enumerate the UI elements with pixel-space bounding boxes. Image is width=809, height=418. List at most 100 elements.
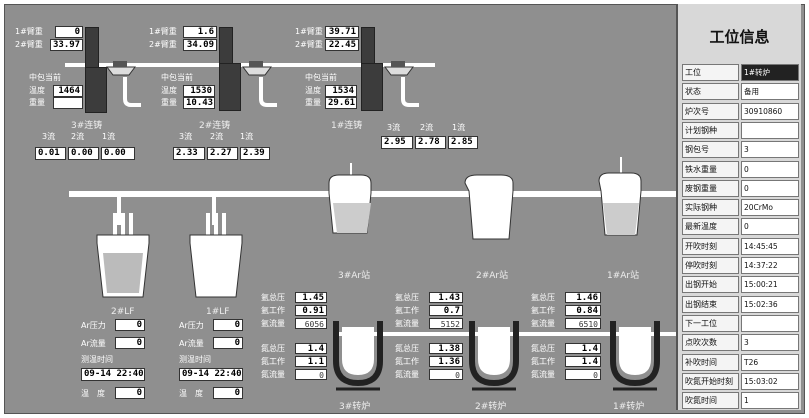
tundish-weight: 29.61 [325, 97, 357, 109]
info-key: 状态 [682, 83, 739, 101]
converter-name: 3#转炉 [339, 402, 371, 412]
ar-station-2-ladle-icon [464, 174, 514, 240]
converter-2-icon [469, 321, 519, 391]
info-key: 出钢开始 [682, 276, 739, 294]
tundish-weight-label: 重量 [161, 98, 177, 107]
n-total-label: 氮总压 [261, 344, 285, 353]
info-value: 14:45:45 [741, 237, 799, 255]
flow-1-label: 1流 [102, 132, 116, 141]
tundish-label: 中包当前 [305, 73, 337, 82]
tundish-temp: 1464 [53, 85, 83, 97]
info-key: 出钢结束 [682, 295, 739, 313]
info-value: 30910860 [741, 102, 799, 120]
n-total-label: 氮总压 [531, 344, 555, 353]
ar-work: 0.84 [565, 305, 601, 316]
ar-flow-label: 氩流量 [531, 319, 555, 328]
n-total-label: 氮总压 [395, 344, 419, 353]
ladle-arm-1-label: 1#臂重 [295, 27, 323, 36]
ar-total: 1.45 [295, 292, 327, 303]
panel-title: 工位信息 [709, 28, 770, 46]
ladle-body [219, 63, 241, 111]
ladle-body [85, 67, 107, 113]
flow-1-label: 1流 [240, 132, 254, 141]
info-value: 备用 [741, 83, 799, 101]
flow-2-speed: 2.78 [415, 136, 446, 149]
n-flow-label: 氮流量 [531, 370, 555, 379]
n-total: 1.4 [295, 343, 327, 354]
info-value: 0 [741, 179, 799, 197]
tundish-weight [53, 97, 83, 109]
ladle-arm-2-label: 2#臂重 [295, 40, 323, 49]
ladle-arm-2-weight: 34.09 [183, 39, 217, 51]
info-value: 3 [741, 141, 799, 159]
ar-total-label: 氩总压 [395, 293, 419, 302]
n-flow: 0 [429, 369, 463, 380]
flow-3-speed: 0.01 [35, 147, 66, 160]
ar-flow-label: 氩流量 [395, 319, 419, 328]
tundish-label: 中包当前 [29, 73, 61, 82]
tundish-icon [384, 61, 419, 107]
ladle-arm-1-weight: 0 [55, 26, 83, 38]
info-value: 1#转炉 [741, 64, 799, 81]
info-key: 吹氮时间 [682, 392, 739, 410]
temp: 0 [213, 387, 243, 399]
ar-station-3-name: 3#Ar站 [338, 271, 371, 281]
ar-pressure-label: Ar压力 [81, 321, 106, 330]
info-value: 15:00:21 [741, 276, 799, 294]
tundish-temp: 1534 [325, 85, 357, 97]
flow-1-speed: 0.00 [101, 147, 135, 160]
ar-total: 1.43 [429, 292, 463, 303]
tundish-temp-label: 温度 [305, 86, 321, 95]
ar-station-2-name: 2#Ar站 [476, 271, 509, 281]
temp-time: 09-14 22:40 [81, 368, 145, 381]
ar-flow: 0 [213, 337, 243, 349]
n-work: 1.36 [429, 356, 463, 367]
flow-3-speed: 2.33 [173, 147, 205, 160]
tundish-temp-label: 温度 [29, 86, 45, 95]
ar-total-label: 氩总压 [261, 293, 285, 302]
n-total: 1.38 [429, 343, 463, 354]
info-key: 工位 [682, 64, 739, 81]
info-value: 3 [741, 334, 799, 352]
flow-3-label: 3流 [179, 132, 193, 141]
n-flow-label: 氮流量 [261, 370, 285, 379]
caster-name: 1#连铸 [331, 121, 363, 131]
ar-flow-label: Ar流量 [81, 339, 106, 348]
temp: 0 [115, 387, 145, 399]
info-key: 钢包号 [682, 141, 739, 159]
ar-work-label: 氩工作 [531, 306, 555, 315]
lf-1-name: 1#LF [206, 307, 230, 317]
flow-3-label: 3流 [42, 132, 56, 141]
info-key: 实际钢种 [682, 199, 739, 217]
n-work: 1.1 [295, 356, 327, 367]
ar-pressure: 0 [213, 319, 243, 331]
tundish-weight: 10.43 [183, 97, 215, 109]
n-flow: 0 [565, 369, 601, 380]
n-flow-label: 氮流量 [395, 370, 419, 379]
info-value: 0 [741, 160, 799, 178]
lf-2-ladle-icon [96, 213, 150, 298]
info-value: 14:37:22 [741, 257, 799, 274]
converter-3-icon [333, 321, 383, 391]
lf-1-hanger [212, 197, 216, 225]
ar-work: 0.91 [295, 305, 327, 316]
info-key: 废钢重量 [682, 179, 739, 197]
flow-1-speed: 2.85 [448, 136, 478, 149]
caster-name: 3#连铸 [71, 121, 103, 131]
n-work-label: 氮工作 [395, 357, 419, 366]
lf-1-ladle-icon [189, 213, 243, 298]
ladle-arm-1-label: 1#臂重 [15, 27, 43, 36]
converter-name: 2#转炉 [475, 402, 507, 412]
ar-station-1-name: 1#Ar站 [607, 271, 640, 281]
